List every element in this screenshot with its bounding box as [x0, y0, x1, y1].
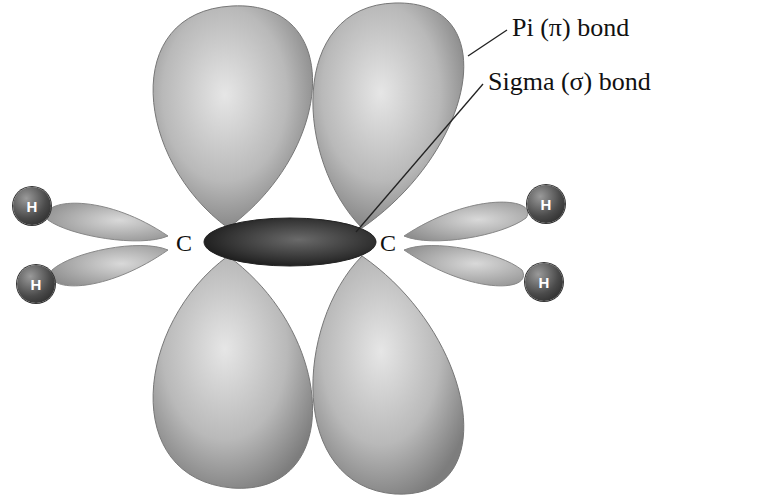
bond-label: Pi (π) bond	[512, 14, 629, 43]
atom-symbol: C	[176, 230, 192, 256]
bond-label: Sigma (σ) bond	[488, 68, 651, 97]
sigma-orbital	[204, 218, 376, 266]
hydrogen-atom: H	[13, 187, 51, 225]
atom-symbol: H	[541, 197, 552, 212]
hydrogen-atom: H	[17, 265, 55, 303]
atom-symbol: H	[539, 275, 550, 290]
atom-symbol: C	[380, 230, 396, 256]
leader-lines	[356, 30, 507, 232]
sp2-orbital-lobes	[47, 202, 528, 286]
hydrogen-atom: H	[525, 263, 563, 301]
hydrogen-atom: H	[527, 185, 565, 223]
atom-symbol: H	[31, 277, 42, 292]
atom-symbol: H	[27, 199, 38, 214]
